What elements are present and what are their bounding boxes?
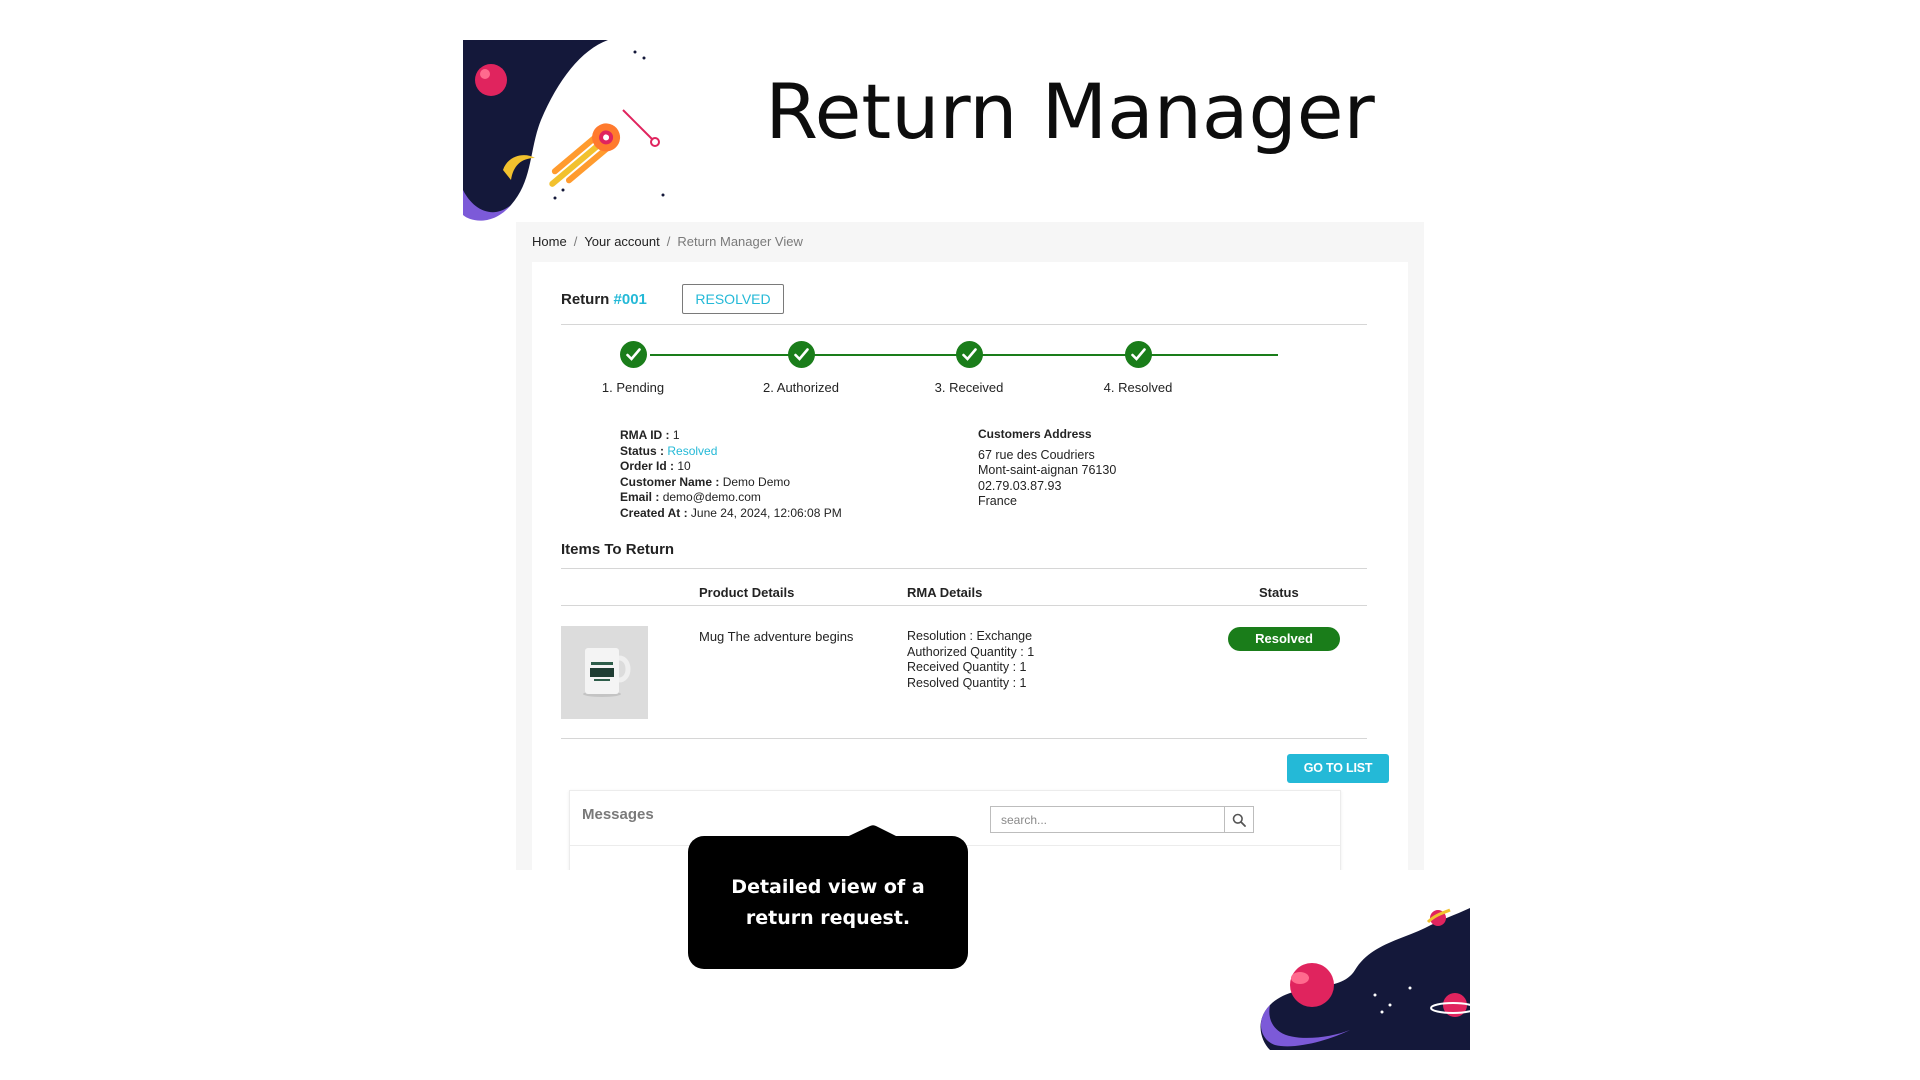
step-label: 1. Pending — [601, 380, 665, 395]
check-icon — [955, 341, 983, 368]
rma-id-row: RMA ID : 1 — [620, 428, 842, 444]
return-details: RMA ID : 1 Status : Resolved Order Id : … — [620, 428, 842, 521]
customer-name-row: Customer Name : Demo Demo — [620, 475, 842, 491]
order-id-label: Order Id : — [620, 459, 675, 473]
search-input[interactable] — [990, 806, 1224, 833]
space-illustration-top-left — [463, 40, 693, 230]
callout-caption: Detailed view of a return request. — [688, 836, 968, 969]
search-button[interactable] — [1224, 806, 1254, 833]
status-badge: RESOLVED — [682, 284, 784, 314]
rma-resolved-quantity: Resolved Quantity : 1 — [907, 675, 1027, 690]
customer-address: Customers Address 67 rue des Coudriers M… — [978, 427, 1116, 510]
step-pending: 1. Pending — [563, 341, 703, 395]
step-received: 3. Received — [899, 341, 1039, 395]
progress-steps: 1. Pending 2. Authorized 3. Received 4. … — [561, 332, 1367, 402]
breadcrumb-current: Return Manager View — [677, 234, 803, 249]
step-authorized: 2. Authorized — [731, 341, 871, 395]
created-at-value: June 24, 2024, 12:06:08 PM — [690, 505, 842, 520]
items-table-header: Product Details RMA Details Status — [561, 582, 1367, 606]
messages-title: Messages — [582, 806, 654, 823]
step-resolved: 4. Resolved — [1068, 341, 1208, 395]
step-label: 4. Resolved — [1103, 380, 1173, 395]
status-label: Status : — [620, 443, 665, 458]
address-line: France — [978, 494, 1017, 508]
status-row: Status : Resolved — [620, 444, 842, 460]
mug-image — [561, 626, 648, 719]
return-card: Return #001 RESOLVED 1. Pending 2. Autho… — [532, 262, 1408, 870]
email-label: Email : — [620, 490, 660, 504]
rma-details: Resolution : Exchange Authorized Quantit… — [907, 629, 1034, 691]
return-label: Return — [561, 291, 610, 308]
status-value: Resolved — [667, 443, 718, 458]
column-status: Status — [1259, 585, 1299, 600]
address-line: 02.79.03.87.93 — [978, 478, 1062, 493]
items-section-title: Items To Return — [561, 540, 1367, 569]
step-label: 3. Received — [934, 380, 1004, 395]
breadcrumb-home-link[interactable]: Home — [532, 234, 567, 249]
address-line: 67 rue des Coudriers — [978, 447, 1095, 462]
step-label: 2. Authorized — [763, 380, 839, 395]
breadcrumb-separator: / — [573, 234, 578, 249]
space-illustration-bottom-right — [1250, 900, 1476, 1050]
rma-received-quantity: Received Quantity : 1 — [907, 660, 1027, 675]
rma-id-label: RMA ID : — [620, 428, 670, 442]
item-status-badge: Resolved — [1228, 627, 1340, 651]
return-manager-screenshot: Home / Your account / Return Manager View Re… — [516, 222, 1424, 870]
rma-id-value: 1 — [672, 428, 680, 442]
go-to-list-button[interactable]: GO TO LIST — [1287, 754, 1389, 783]
address-title: Customers Address — [978, 427, 1092, 441]
slide-title: Return Manager — [765, 67, 1375, 156]
product-name: Mug The adventure begins — [699, 629, 854, 644]
check-icon — [787, 341, 815, 368]
check-icon — [1124, 341, 1152, 368]
breadcrumb-account-link[interactable]: Your account — [584, 234, 660, 249]
email-row: Email : demo@demo.com — [620, 490, 842, 506]
customer-name-value: Demo Demo — [722, 474, 791, 489]
order-id-value: 10 — [677, 459, 691, 473]
address-line: Mont-saint-aignan 76130 — [978, 463, 1117, 477]
breadcrumb-separator: / — [666, 234, 671, 249]
return-number: #001 — [613, 291, 647, 308]
column-product-details: Product Details — [699, 585, 795, 600]
table-row: Mug The adventure begins Resolution : Ex… — [561, 626, 1367, 739]
email-value: demo@demo.com — [662, 490, 761, 504]
customer-name-label: Customer Name : — [620, 474, 720, 489]
breadcrumb: Home / Your account / Return Manager View — [532, 234, 803, 249]
return-header: Return #001 RESOLVED — [561, 282, 1367, 325]
search-icon — [1232, 813, 1246, 827]
messages-header: Messages — [570, 791, 1340, 846]
order-id-row: Order Id : 10 — [620, 459, 842, 475]
column-rma-details: RMA Details — [907, 585, 983, 600]
rma-authorized-quantity: Authorized Quantity : 1 — [907, 644, 1035, 659]
created-at-label: Created At : — [620, 505, 688, 520]
check-icon — [619, 341, 647, 368]
return-title: Return #001 — [561, 291, 647, 308]
rma-resolution: Resolution : Exchange — [907, 629, 1033, 643]
created-at-row: Created At : June 24, 2024, 12:06:08 PM — [620, 506, 842, 522]
